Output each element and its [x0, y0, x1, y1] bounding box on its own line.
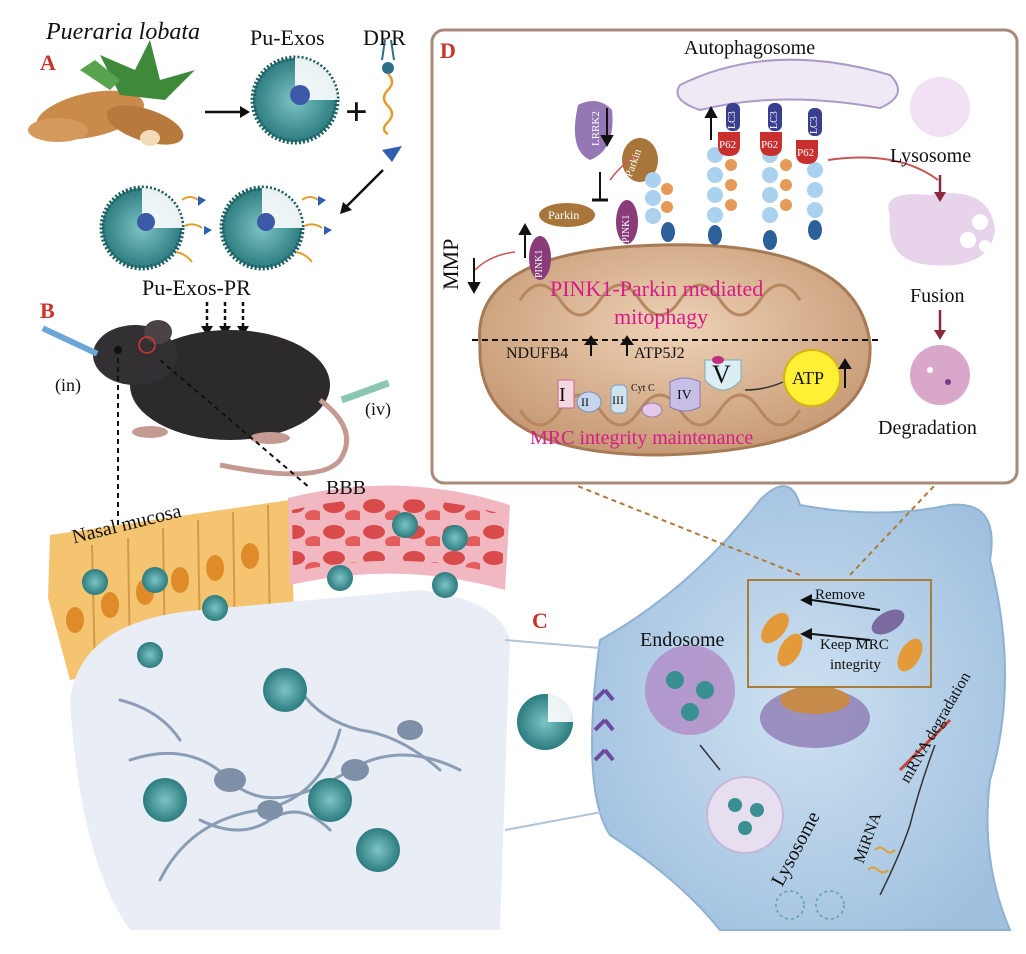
exos-label: Pu-Exos — [250, 25, 325, 50]
remove-label: Remove — [815, 587, 865, 603]
degradation-body — [910, 345, 970, 405]
parkin-proteins — [539, 138, 658, 227]
autophagosome — [676, 58, 899, 112]
mrna-strand — [898, 718, 952, 772]
bbb-label: BBB — [326, 477, 367, 499]
pu-exos-vesicle — [250, 55, 340, 145]
plant-label: Pueraria lobata — [46, 19, 200, 45]
arrow-c1 — [699, 744, 721, 771]
lc3-proteins — [726, 103, 822, 136]
complex-iii-label: III — [612, 393, 624, 407]
mrc-maintenance-label: MRC integrity maintenance — [530, 427, 754, 449]
kudzu-root — [28, 40, 195, 146]
arrow-d-mmp — [474, 251, 516, 271]
syringe — [340, 379, 390, 404]
pink1-label-1: PINK1 — [534, 249, 545, 278]
endosome-body — [645, 645, 735, 735]
atp-label: ATP — [792, 368, 825, 388]
lc3-label-3: LC3 — [809, 116, 820, 134]
golgi-er — [760, 686, 870, 748]
arrow-a2 — [344, 169, 384, 209]
endosome-label: Endosome — [640, 629, 725, 651]
complex-ii-label: II — [581, 395, 589, 409]
lc3-label-1: LC3 — [727, 111, 738, 129]
complex-i-label: I — [559, 384, 566, 406]
p62-label-3: P62 — [797, 147, 815, 159]
degraded-particles — [775, 890, 845, 920]
atp5j2-label: ATP5J2 — [634, 345, 685, 362]
route-in-label: (in) — [55, 375, 81, 395]
fusion-body — [888, 193, 995, 266]
lrrk2-label: LRRK2 — [590, 111, 602, 146]
pink1-label-2: PINK1 — [621, 214, 632, 243]
route-iv-label: (iv) — [365, 399, 391, 419]
mitophagy-line2: mitophagy — [614, 304, 709, 329]
fusion-label: Fusion — [910, 285, 965, 307]
dash-inset-left — [574, 484, 801, 576]
plus-sign: + — [345, 89, 368, 134]
connector-c-top — [504, 639, 601, 649]
receptor-exosome — [517, 688, 615, 762]
cytc-label: Cyt C — [631, 383, 655, 394]
arrow-d-recruit — [609, 154, 641, 181]
ndufb4-label: NDUFB4 — [506, 345, 569, 362]
lysosome-d-label: Lysosome — [890, 145, 972, 167]
pu-exos-pr-vesicle-1 — [99, 185, 212, 271]
panel-label-b: B — [40, 298, 55, 323]
pu-exos-pr-vesicle-2 — [219, 185, 332, 271]
flow-arrows-d — [934, 175, 946, 340]
integrity-label: integrity — [830, 657, 881, 673]
keep-mrc-label: Keep MRC — [820, 637, 889, 653]
mirna-strands — [867, 846, 896, 874]
regulation-arrows — [467, 105, 852, 388]
dash-bbb — [159, 359, 311, 489]
down-arrows — [205, 302, 245, 328]
complex-v-label: V — [712, 360, 731, 389]
lysosome-body-d — [910, 77, 970, 137]
product-label: Pu-Exos-PR — [142, 275, 251, 300]
brain-region — [70, 590, 510, 930]
ubiquitin-chains — [645, 147, 823, 250]
p62-proteins — [718, 132, 818, 164]
mouse — [93, 320, 350, 477]
panel-label-a: A — [40, 50, 56, 75]
mito-inset-box — [747, 579, 932, 688]
lrrk2-protein — [574, 101, 613, 160]
degradation-label: Degradation — [878, 417, 977, 439]
mitophagy-line1: PINK1-Parkin mediated — [550, 276, 764, 301]
p62-label-2: P62 — [761, 139, 779, 151]
arrow-d-lyso — [827, 156, 939, 181]
brain-exosomes — [82, 512, 468, 872]
dash-inset-right — [849, 484, 936, 576]
p62-label-1: P62 — [719, 139, 737, 151]
respiratory-complexes — [557, 349, 841, 418]
parkin-label-1: Parkin — [548, 208, 580, 222]
lc3-label-2: LC3 — [769, 111, 780, 129]
autophagosome-label: Autophagosome — [684, 37, 816, 59]
dpr-label: DPR — [363, 25, 406, 50]
pipette — [41, 325, 99, 357]
panel-label-c: C — [532, 608, 548, 633]
bbb-vessel — [288, 485, 510, 590]
connector-c-bot — [504, 811, 603, 831]
panel-label-d: D — [440, 38, 456, 63]
dpr-peptide — [381, 39, 402, 162]
lysosome-body-c — [706, 776, 784, 854]
pink1-proteins — [529, 200, 638, 280]
mmp-label: MMP — [438, 238, 463, 290]
arrow-c2 — [879, 744, 936, 896]
complex-iv-label: IV — [677, 388, 692, 403]
